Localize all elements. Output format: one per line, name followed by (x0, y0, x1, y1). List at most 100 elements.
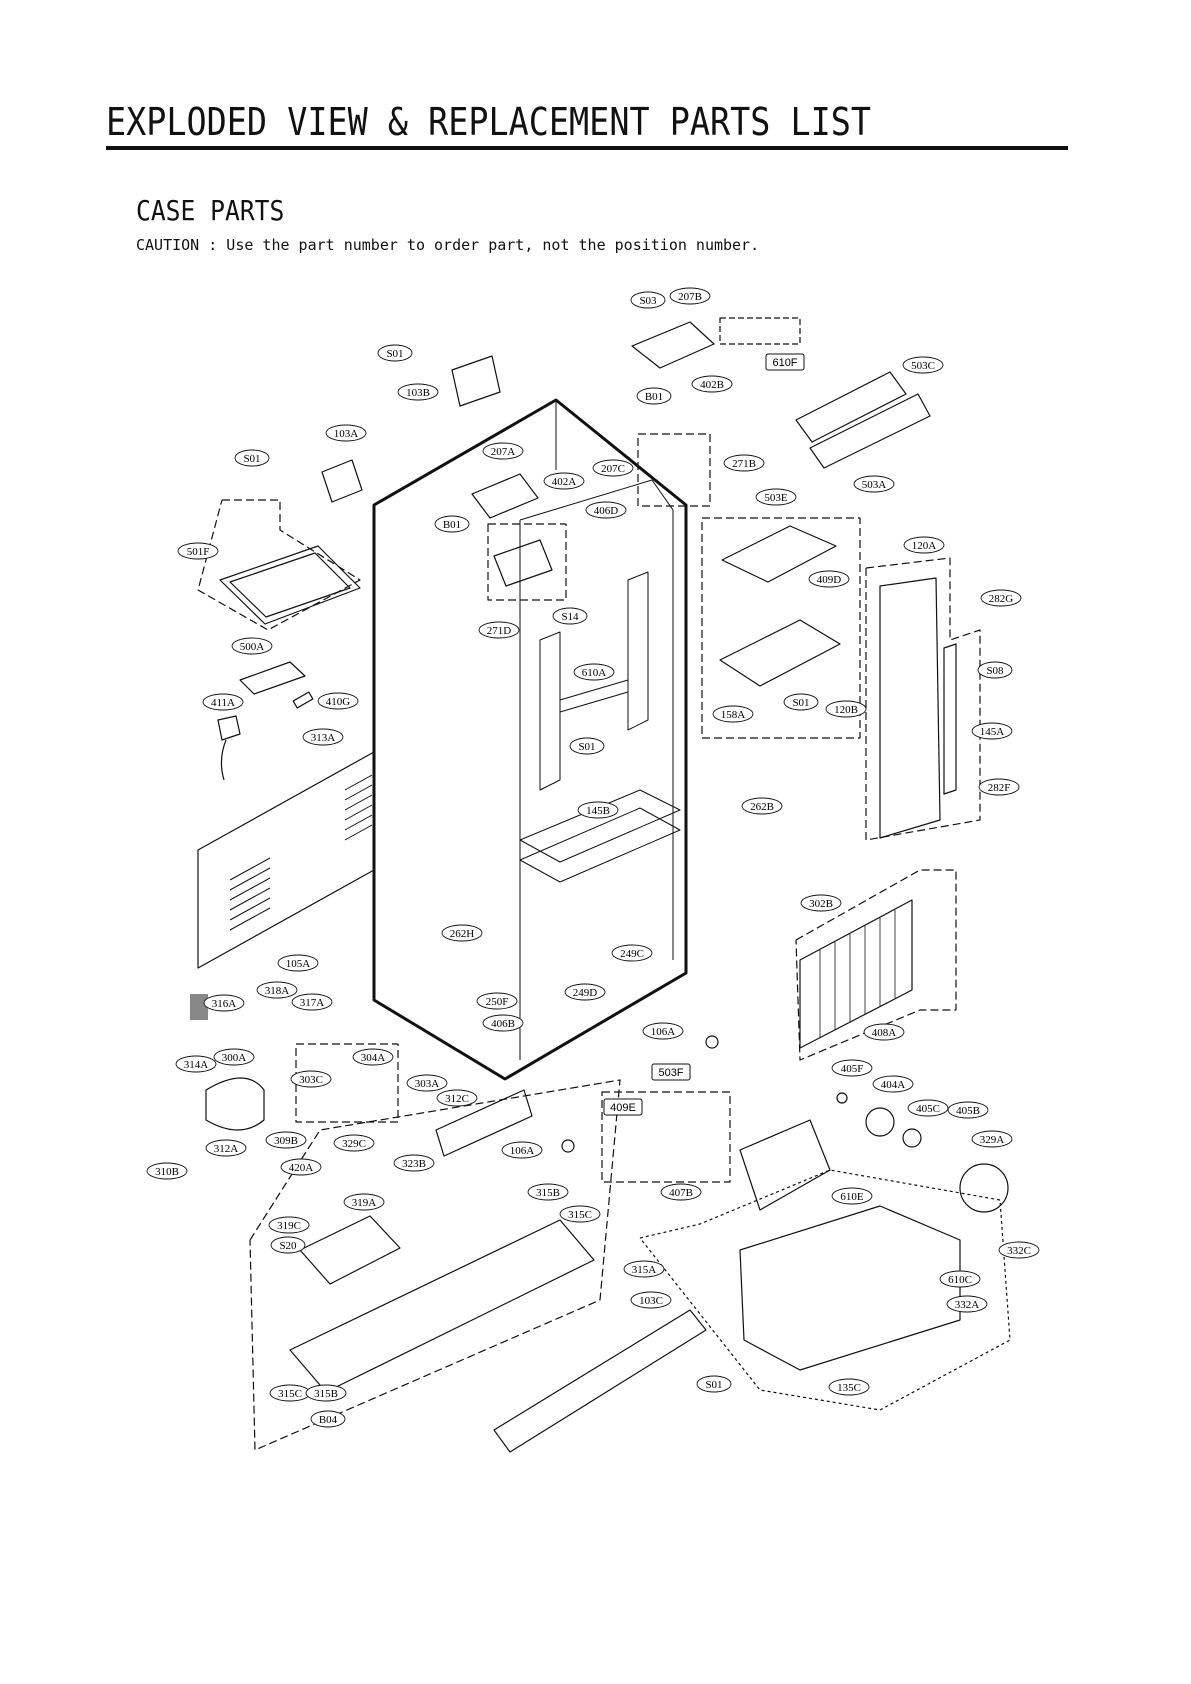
fan-housing-407b (739, 1119, 831, 1211)
callout-label: 207B (678, 291, 702, 303)
callout-503c: 503C (902, 356, 944, 374)
callout-315a: 315A (623, 1260, 665, 1278)
leveler-106a-top (705, 1035, 719, 1049)
hinge-271d (493, 539, 553, 587)
callout-319c: 319C (268, 1216, 310, 1234)
callout-302b: 302B (800, 894, 842, 912)
callout-label: 407B (669, 1187, 693, 1199)
cabinet-body (372, 398, 688, 1081)
callout-label: 282G (989, 593, 1014, 605)
callout-332c: 332C (998, 1241, 1040, 1259)
frame-319a (299, 1215, 401, 1285)
bracket-103a (321, 459, 363, 503)
callout-s20: S20 (270, 1236, 306, 1254)
cover-503e (721, 525, 837, 583)
callout-315c: 315C (269, 1384, 311, 1402)
callout-303c: 303C (290, 1070, 332, 1088)
grille-103c (493, 1309, 707, 1453)
callout-329c: 329C (333, 1134, 375, 1152)
callout-label: 250F (486, 996, 509, 1008)
callout-282g: 282G (980, 589, 1022, 607)
callout-310b: 310B (146, 1162, 188, 1180)
callout-label: 315B (314, 1388, 338, 1400)
callout-402b: 402B (691, 375, 733, 393)
callout-207c: 207C (592, 459, 634, 477)
callout-label: 309B (274, 1135, 298, 1147)
callout-309b: 309B (265, 1131, 307, 1149)
dash-box-332a (639, 1169, 1011, 1411)
callout-label: 312A (214, 1143, 239, 1155)
cover-332a (739, 1205, 961, 1371)
callout-label: 405F (841, 1063, 864, 1075)
callout-label: 282F (988, 782, 1011, 794)
callout-label: 329A (980, 1134, 1005, 1146)
dash-box-503e (701, 517, 861, 739)
callout-label: 135C (837, 1382, 861, 1394)
callout-405b: 405B (947, 1101, 989, 1119)
callout-label: 329C (342, 1138, 366, 1150)
callout-b01: B01 (636, 387, 672, 405)
callout-label: 405C (916, 1103, 940, 1115)
callout-label: 319A (352, 1197, 377, 1209)
callout-label: 105A (286, 958, 311, 970)
page-title: EXPLODED VIEW & REPLACEMENT PARTS LIST (106, 100, 872, 144)
callout-label: S01 (578, 741, 595, 753)
callout-249d: 249D (564, 983, 606, 1001)
callout-label: 503C (911, 360, 935, 372)
callout-407b: 407B (660, 1183, 702, 1201)
callout-label: 420A (289, 1162, 314, 1174)
callout-207a: 207A (482, 442, 524, 460)
callout-145a: 145A (971, 722, 1013, 740)
callout-315b: 315B (305, 1384, 347, 1402)
callout-label: S08 (986, 665, 1004, 677)
callout-315b: 315B (527, 1183, 569, 1201)
callout-s14: S14 (552, 607, 588, 625)
callout-label: 312C (445, 1093, 469, 1105)
callout-s08: S08 (977, 661, 1013, 679)
callout-319a: 319A (343, 1193, 385, 1211)
callout-610a: 610A (573, 663, 615, 681)
callout-label: 406B (491, 1018, 515, 1030)
callout-610c: 610C (939, 1270, 981, 1288)
callout-label: 103B (406, 387, 430, 399)
dash-box-503f (601, 1091, 731, 1183)
callout-262b: 262B (741, 797, 783, 815)
callout-label: B01 (645, 391, 663, 403)
fan-329a (959, 1163, 1009, 1213)
hinge-207a (471, 473, 539, 519)
dash-box-501f (197, 499, 361, 631)
callout-label: 262H (450, 928, 475, 940)
callout-label: 106A (510, 1145, 535, 1157)
callout-s01: S01 (234, 449, 270, 467)
callout-503f: 503F (651, 1063, 691, 1081)
callout-label: 317A (300, 997, 325, 1009)
callout-312c: 312C (436, 1089, 478, 1107)
callout-105a: 105A (277, 954, 319, 972)
callout-404a: 404A (872, 1075, 914, 1093)
bracket-103b (451, 355, 501, 407)
callout-label: 103C (639, 1295, 663, 1307)
cabinet-interior (519, 479, 681, 1060)
part-405f (836, 1092, 848, 1104)
callout-332a: 332A (946, 1295, 988, 1313)
callout-317a: 317A (291, 993, 333, 1011)
callout-120b: 120B (825, 700, 867, 718)
callout-s01: S01 (569, 737, 605, 755)
callout-label: 500A (240, 641, 265, 653)
section-title: CASE PARTS (136, 194, 285, 227)
callout-label: 300A (222, 1052, 247, 1064)
callout-411a: 411A (202, 693, 244, 711)
part-405c (902, 1128, 922, 1148)
callout-503a: 503A (853, 475, 895, 493)
dash-box-271d (487, 523, 567, 601)
callout-label: 303C (299, 1074, 323, 1086)
panel-145a (943, 643, 957, 795)
callout-label: 249D (573, 987, 598, 999)
callout-316a: 316A (203, 994, 245, 1012)
callout-402a: 402A (543, 472, 585, 490)
callout-312a: 312A (205, 1139, 247, 1157)
pcb-503a (809, 393, 931, 469)
callout-282f: 282F (978, 778, 1020, 796)
callout-label: 302B (809, 898, 833, 910)
callout-106a: 106A (501, 1141, 543, 1159)
